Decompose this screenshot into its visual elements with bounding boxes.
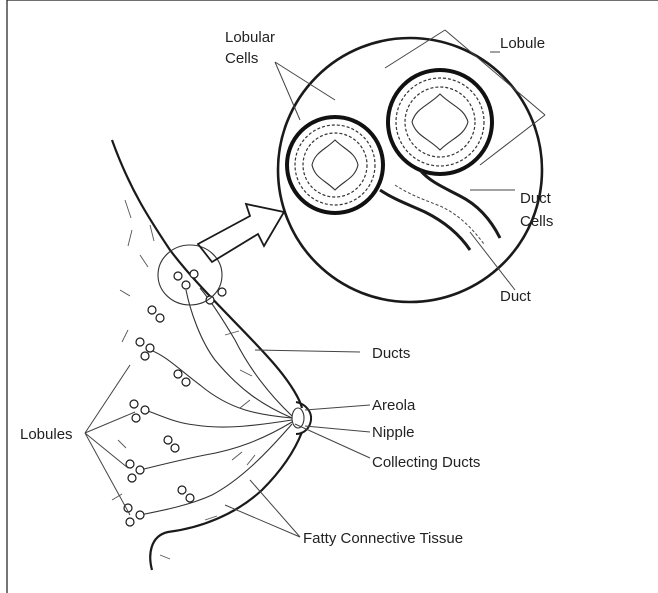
label-fatty-connective-tissue: Fatty Connective Tissue <box>303 530 463 547</box>
label-collecting-ducts: Collecting Ducts <box>372 454 480 471</box>
label-lobular-cells-line1: Lobular <box>225 29 275 46</box>
breast-outline <box>112 140 302 570</box>
duct-channel <box>380 170 500 250</box>
label-lobule: Lobule <box>500 35 545 52</box>
label-lobules: Lobules <box>20 426 73 443</box>
magnified-view <box>278 38 542 302</box>
figure-frame <box>7 0 658 593</box>
label-areola: Areola <box>372 397 416 414</box>
lobule-b <box>388 70 492 174</box>
label-lobular-cells-line2: Cells <box>225 50 258 67</box>
lobule-clusters <box>124 270 226 526</box>
label-duct-cells-line2: Cells <box>520 213 553 230</box>
label-duct: Duct <box>500 288 532 305</box>
magnification-arrow <box>198 204 284 262</box>
label-ducts: Ducts <box>372 345 410 362</box>
lobule-a <box>287 117 383 213</box>
label-duct-cells-line1: Duct <box>520 190 552 207</box>
label-nipple: Nipple <box>372 424 415 441</box>
